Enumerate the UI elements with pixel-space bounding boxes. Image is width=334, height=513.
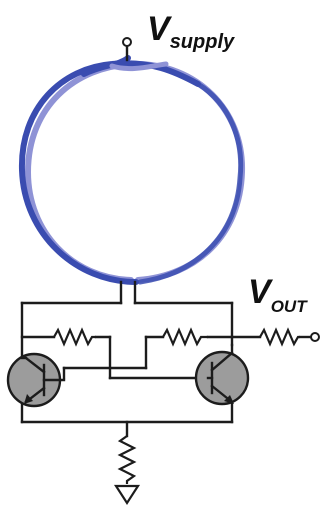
- resistor-right-icon: [162, 327, 208, 347]
- circuit-wiring: [20, 301, 313, 438]
- output-label: VOUT: [248, 273, 308, 316]
- coil-loop: [18, 55, 246, 285]
- coil-front-strand-right: [137, 81, 244, 285]
- resistor-output-icon: [259, 327, 300, 347]
- supply-terminal-icon: [122, 37, 132, 47]
- transistor-left-icon: [6, 352, 66, 408]
- coil-front-strand: [18, 60, 201, 285]
- supply-label: Vsupply: [147, 10, 235, 53]
- transistor-right-icon: [194, 343, 250, 406]
- output-terminal-icon: [310, 332, 320, 342]
- resistor-ground-icon: [117, 435, 137, 484]
- resistor-left-icon: [53, 327, 96, 347]
- ground-icon: [113, 484, 141, 506]
- coil-crossover-back: [109, 61, 169, 72]
- coil-leads: [119, 280, 137, 305]
